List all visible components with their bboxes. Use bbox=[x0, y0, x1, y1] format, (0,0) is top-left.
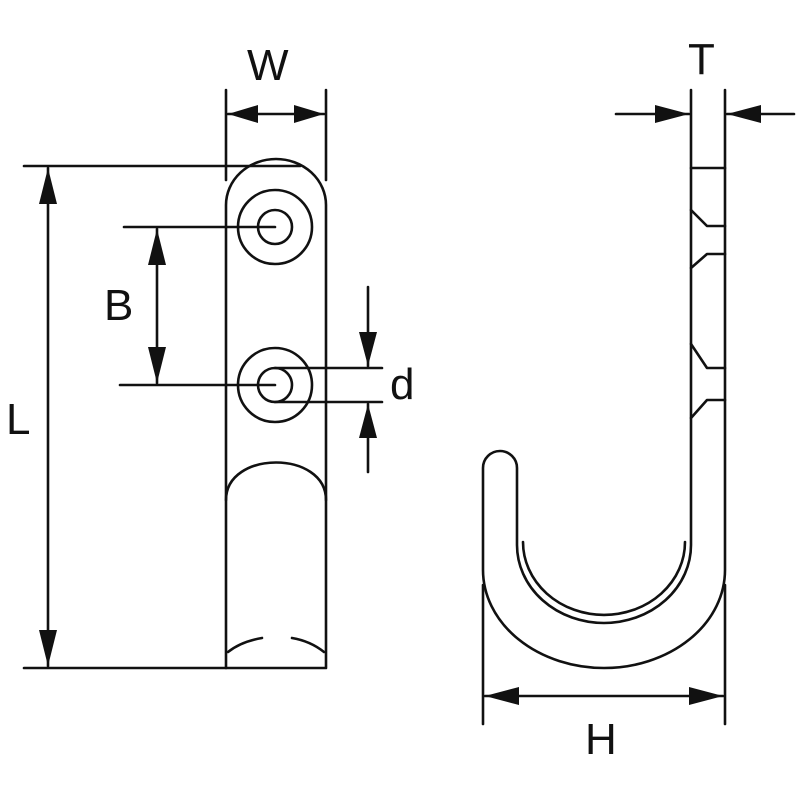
thickness-dimension bbox=[614, 88, 796, 170]
label-d: d bbox=[390, 360, 415, 409]
t-arrow-right bbox=[727, 105, 761, 123]
label-b: B bbox=[104, 281, 134, 330]
side-view bbox=[481, 166, 727, 670]
hole-spacing-dimension bbox=[118, 225, 277, 387]
label-t: T bbox=[688, 35, 715, 84]
hook-depth-dimension bbox=[481, 583, 727, 726]
side-hook-outline bbox=[481, 166, 727, 670]
t-arrow-left bbox=[655, 105, 689, 123]
w-arrow-left bbox=[228, 105, 258, 123]
side-hook-inner-edge bbox=[521, 540, 687, 617]
l-arrow-top bbox=[39, 168, 57, 204]
b-arrow-top bbox=[148, 229, 166, 265]
side-countersink-upper bbox=[689, 208, 727, 270]
d-arrow-bottom bbox=[359, 404, 377, 438]
label-l: L bbox=[6, 395, 31, 444]
h-arrow-right bbox=[689, 687, 723, 705]
side-countersink-lower bbox=[689, 342, 727, 420]
h-arrow-left bbox=[485, 687, 519, 705]
front-break-mark-left bbox=[226, 636, 264, 654]
hole-diameter-dimension bbox=[273, 285, 384, 474]
length-dimension bbox=[22, 164, 302, 670]
label-w: W bbox=[247, 41, 289, 90]
front-break-mark-right bbox=[290, 636, 326, 654]
l-arrow-bottom bbox=[39, 630, 57, 666]
front-view bbox=[224, 157, 328, 670]
d-arrow-top bbox=[359, 332, 377, 366]
front-hook-curl bbox=[224, 461, 328, 502]
w-arrow-right bbox=[294, 105, 324, 123]
label-h: H bbox=[585, 715, 617, 764]
b-arrow-bottom bbox=[148, 347, 166, 383]
front-plate-outline bbox=[224, 157, 328, 670]
